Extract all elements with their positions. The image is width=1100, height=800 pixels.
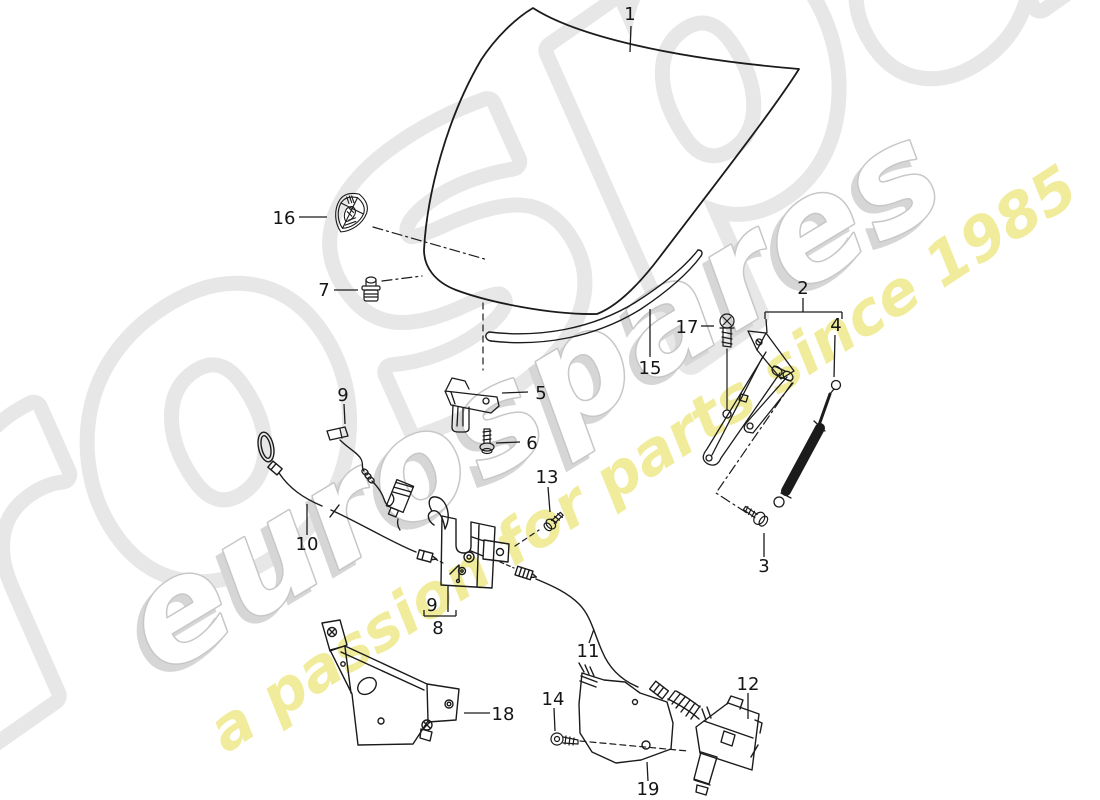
part-label-17[interactable]: 17 xyxy=(676,317,699,338)
part-label-3[interactable]: 3 xyxy=(758,556,769,577)
crest-badge-part-16 xyxy=(335,192,368,233)
bracket-part-18 xyxy=(321,619,460,746)
part-label-16[interactable]: 16 xyxy=(273,208,296,229)
part-label-8[interactable]: 8 xyxy=(432,618,443,639)
part-label-13[interactable]: 13 xyxy=(536,467,559,488)
part-label-1[interactable]: 1 xyxy=(624,4,635,25)
part-label-19[interactable]: 19 xyxy=(637,779,660,800)
screw-part-3 xyxy=(742,505,769,527)
plate-part-19 xyxy=(578,662,674,764)
switch-wire-part-9 xyxy=(326,426,415,531)
gas-strut-part-4 xyxy=(773,379,842,508)
actuator-part-12 xyxy=(693,695,763,796)
screw-part-13 xyxy=(543,511,564,532)
screw-part-6 xyxy=(479,428,495,455)
release-cable-part-10 xyxy=(257,431,438,563)
part-number-labels: 1 2 3 4 5 6 7 8 9 9 10 11 12 13 14 15 16… xyxy=(273,4,842,800)
part-label-10[interactable]: 10 xyxy=(296,534,319,555)
part-label-5[interactable]: 5 xyxy=(535,383,546,404)
bowden-cable-part-11 xyxy=(514,565,712,721)
part-label-6[interactable]: 6 xyxy=(526,433,537,454)
hood-part-1 xyxy=(423,7,800,315)
part-label-11[interactable]: 11 xyxy=(577,641,600,662)
part-label-4[interactable]: 4 xyxy=(830,315,841,336)
part-label-15[interactable]: 15 xyxy=(639,358,662,379)
label-leader-lines xyxy=(299,25,843,782)
part-label-9-lock[interactable]: 9 xyxy=(426,595,437,616)
part-label-7[interactable]: 7 xyxy=(318,280,329,301)
buffer-part-7 xyxy=(361,276,381,302)
part-label-14[interactable]: 14 xyxy=(542,689,565,710)
assembly-reference-lines xyxy=(372,226,793,752)
part-label-18[interactable]: 18 xyxy=(492,704,515,725)
part-label-9[interactable]: 9 xyxy=(337,385,348,406)
screw-part-17 xyxy=(719,313,735,348)
hinge-part-2 xyxy=(702,330,795,466)
hood-seal-part-15 xyxy=(485,249,703,344)
part-label-2[interactable]: 2 xyxy=(797,278,808,299)
screw-part-14 xyxy=(550,732,579,746)
bracket-part-5 xyxy=(444,377,500,433)
part-label-12[interactable]: 12 xyxy=(737,674,760,695)
hood-lock-part-8 xyxy=(427,496,510,589)
